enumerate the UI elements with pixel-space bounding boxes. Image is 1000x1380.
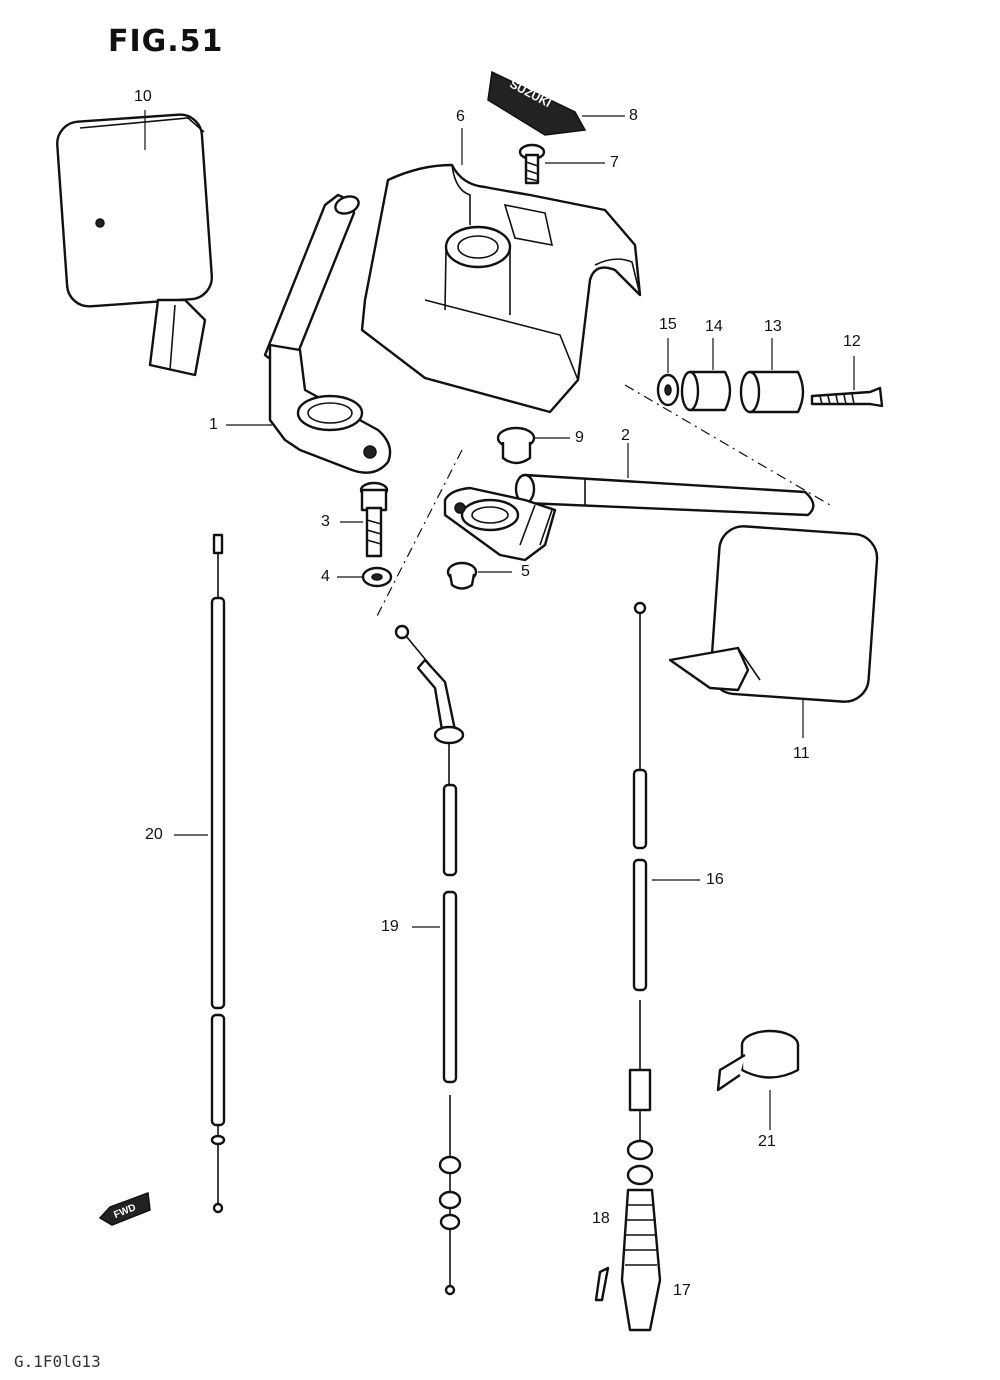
grommet-part-9	[496, 426, 536, 465]
handlebar-right-part-2	[443, 473, 815, 562]
callout-1: 1	[209, 416, 218, 433]
callout-2: 2	[621, 427, 630, 444]
callout-7: 7	[610, 154, 619, 171]
assembly-line	[624, 384, 831, 506]
cable-part-19	[394, 624, 465, 1296]
callout-19: 19	[381, 918, 399, 935]
bar-end-parts	[656, 370, 884, 414]
callout-12: 12	[843, 333, 861, 350]
mirror-left-part-10	[56, 113, 214, 377]
badge-part-8: SUZUKI	[487, 70, 587, 136]
washer-part-4	[361, 566, 393, 588]
cable-part-16	[594, 601, 662, 1332]
bolt-part-3	[359, 481, 389, 558]
callout-8: 8	[629, 107, 638, 124]
callout-3: 3	[321, 513, 330, 530]
handlebar-cover-part-6	[360, 163, 642, 414]
nut-part-5	[446, 561, 478, 590]
handlebar-left-part-1	[263, 193, 392, 474]
callout-5: 5	[521, 563, 530, 580]
callout-18: 18	[592, 1210, 610, 1227]
assembly-line	[374, 449, 463, 621]
forward-direction-arrow: FWD	[98, 1191, 151, 1226]
screw-part-7	[518, 143, 546, 185]
callout-10: 10	[134, 88, 152, 105]
drawing-code: G.1F0lG13	[14, 1352, 101, 1371]
callout-13: 13	[764, 318, 782, 335]
mirror-right-part-11	[668, 525, 879, 703]
callout-9: 9	[575, 429, 584, 446]
callout-15: 15	[659, 316, 677, 333]
callout-6: 6	[456, 108, 465, 125]
callout-21: 21	[758, 1133, 776, 1150]
callout-17: 17	[673, 1282, 691, 1299]
clamp-part-21	[716, 1029, 800, 1092]
cable-part-20	[210, 533, 226, 1214]
callout-16: 16	[706, 871, 724, 888]
leader-lines	[144, 110, 855, 1130]
callout-11: 11	[793, 745, 810, 762]
figure-title: FIG.51	[108, 24, 224, 59]
callout-14: 14	[705, 318, 723, 335]
callout-4: 4	[321, 568, 330, 585]
callout-20: 20	[145, 826, 163, 843]
